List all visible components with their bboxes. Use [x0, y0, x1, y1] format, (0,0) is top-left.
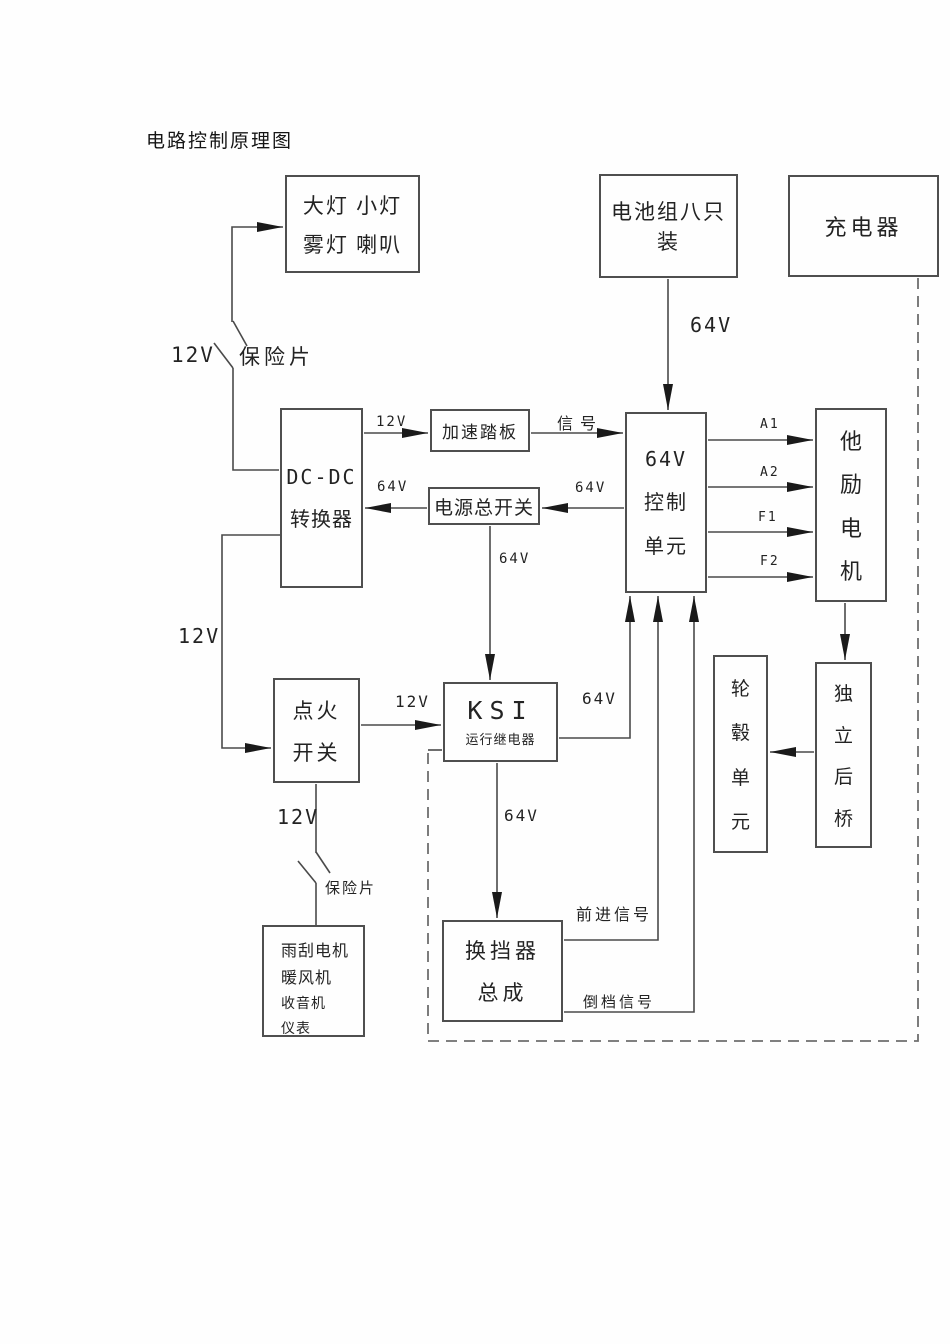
fuse-bottom-blade-a — [315, 851, 331, 874]
label-f2: F2 — [760, 554, 780, 569]
shifter-line-1: 换挡器 — [465, 939, 540, 963]
ksi-subtitle: 运行继电器 — [465, 732, 536, 747]
accessories-line-1: 雨刮电机 — [281, 943, 350, 960]
motor-char-2: 励 — [839, 472, 862, 498]
control-unit-line-1: 64V — [644, 446, 688, 471]
accessories-box: 雨刮电机 暖风机 收音机 仪表 — [262, 925, 365, 1037]
accessories-line-4: 仪表 — [281, 1022, 311, 1037]
fuse-top-blade-a — [232, 320, 248, 347]
page-title: 电路控制原理图 — [146, 131, 294, 152]
axle-char-1: 独 — [833, 684, 853, 706]
ignition-switch-box: 点火 开关 — [273, 678, 360, 783]
charger-box: 充电器 — [788, 175, 939, 277]
label-64v-switch-in: 64V — [575, 480, 607, 496]
label-f1: F1 — [758, 510, 778, 525]
wire-dcdc-to-ignition — [221, 534, 280, 753]
lights-line-2: 雾灯 喇叭 — [302, 232, 403, 257]
accessories-line-3: 收音机 — [281, 997, 326, 1012]
label-64v-dcdc-in: 64V — [377, 479, 409, 495]
label-12v-left: 12V — [178, 624, 221, 648]
wire-forward-signal — [564, 596, 663, 941]
axle-char-2: 立 — [833, 725, 853, 747]
label-64v-battery: 64V — [690, 313, 733, 337]
accelerator-label: 加速踏板 — [442, 423, 518, 442]
independent-rear-axle-box: 独 立 后 桥 — [815, 662, 872, 848]
shifter-line-2: 总成 — [477, 981, 528, 1005]
motor-char-3: 电 — [839, 515, 862, 541]
label-12v-accelerator: 12V — [376, 414, 408, 430]
dcdc-line-1: DC-DC — [286, 464, 357, 489]
main-power-switch-box: 电源总开关 — [428, 487, 540, 525]
control-unit-line-3: 单元 — [644, 535, 688, 558]
label-forward-signal: 前进信号 — [576, 907, 653, 924]
label-12v-top: 12V — [171, 343, 215, 367]
label-64v-ksi-control: 64V — [582, 689, 617, 708]
label-fuse-bottom: 保险片 — [325, 881, 377, 897]
accelerator-pedal-box: 加速踏板 — [430, 409, 530, 452]
label-fuse-top: 保险片 — [239, 345, 314, 369]
wire-charger-interlock-dashed — [427, 278, 919, 1042]
main-power-switch-label: 电源总开关 — [433, 497, 534, 519]
lights-horn-box: 大灯 小灯 雾灯 喇叭 — [285, 175, 420, 273]
charger-label: 充电器 — [824, 215, 903, 240]
wire-fuse-to-lights — [231, 222, 283, 322]
motor-char-1: 他 — [839, 428, 862, 454]
label-12v-ksi: 12V — [395, 692, 430, 711]
label-12v-bottom: 12V — [277, 805, 320, 829]
ksi-relay-box: KSI 运行继电器 — [443, 682, 558, 762]
control-unit-64v-box: 64V 控制 单元 — [625, 412, 707, 593]
gear-shifter-assembly-box: 换挡器 总成 — [442, 920, 563, 1022]
label-reverse-signal: 倒档信号 — [583, 995, 656, 1011]
axle-char-3: 后 — [833, 767, 853, 789]
fuse-top-blade-b — [213, 342, 234, 369]
excited-motor-box: 他 励 电 机 — [815, 408, 887, 602]
hub-char-2: 毂 — [730, 723, 750, 745]
wheel-hub-unit-box: 轮 毂 单 元 — [713, 655, 768, 853]
hub-char-4: 元 — [730, 812, 750, 834]
battery-pack-box: 电池组八只装 — [599, 174, 738, 278]
lights-line-1: 大灯 小灯 — [302, 193, 403, 218]
label-signal: 信号 — [557, 416, 604, 433]
hub-char-3: 单 — [730, 767, 750, 789]
ignition-line-1: 点火 — [292, 698, 341, 723]
wire-ksi-to-control — [559, 596, 635, 739]
wire-reverse-signal — [564, 596, 699, 1013]
axle-char-4: 桥 — [833, 808, 853, 830]
label-64v-switch-ksi: 64V — [499, 551, 531, 567]
accessories-line-2: 暖风机 — [281, 970, 333, 987]
label-64v-ksi-shifter: 64V — [504, 806, 539, 825]
label-a1: A1 — [760, 417, 780, 432]
label-a2: A2 — [760, 465, 780, 480]
wire-dcdc-to-fuse — [232, 368, 279, 471]
ignition-line-2: 开关 — [292, 740, 341, 765]
motor-char-4: 机 — [839, 559, 862, 585]
dcdc-line-2: 转换器 — [290, 508, 353, 531]
dcdc-converter-box: DC-DC 转换器 — [280, 408, 363, 588]
battery-label: 电池组八只装 — [611, 200, 726, 254]
control-unit-line-2: 控制 — [644, 491, 688, 514]
hub-char-1: 轮 — [730, 678, 750, 700]
ksi-title: KSI — [467, 696, 534, 725]
fuse-bottom-blade-b — [297, 860, 317, 884]
